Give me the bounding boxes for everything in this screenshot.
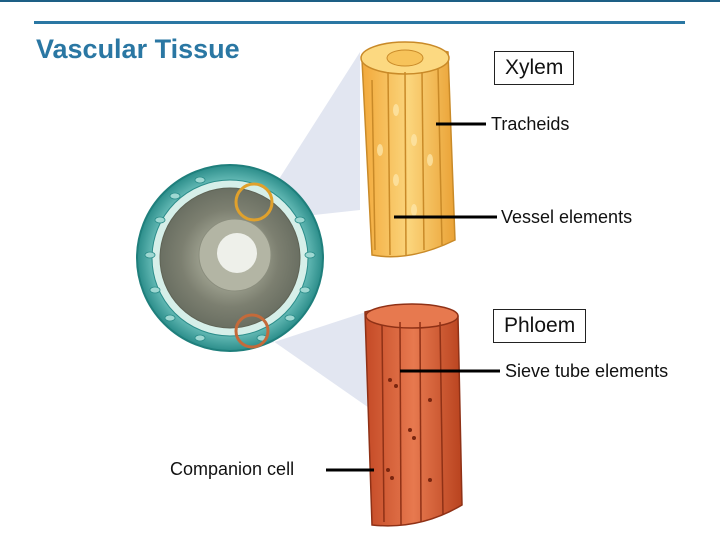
companion-cell-label: Companion cell xyxy=(170,459,295,479)
xylem-bundle xyxy=(360,41,456,258)
sieve-tube-elements-label: Sieve tube elements xyxy=(505,361,669,381)
phloem-label: Phloem xyxy=(493,309,587,343)
zoom-cone-phloem xyxy=(240,310,372,410)
phloem-bundle xyxy=(364,303,463,527)
stem-cross-section xyxy=(136,164,324,352)
xylem-label: Xylem xyxy=(494,51,575,85)
tracheids-label: Tracheids xyxy=(491,114,570,134)
vessel-elements-label: Vessel elements xyxy=(501,207,633,227)
slide-title: Vascular Tissue xyxy=(36,34,240,64)
zoom-cone-xylem xyxy=(252,52,360,220)
title-rule xyxy=(34,21,685,24)
top-edge-bar xyxy=(0,0,720,2)
